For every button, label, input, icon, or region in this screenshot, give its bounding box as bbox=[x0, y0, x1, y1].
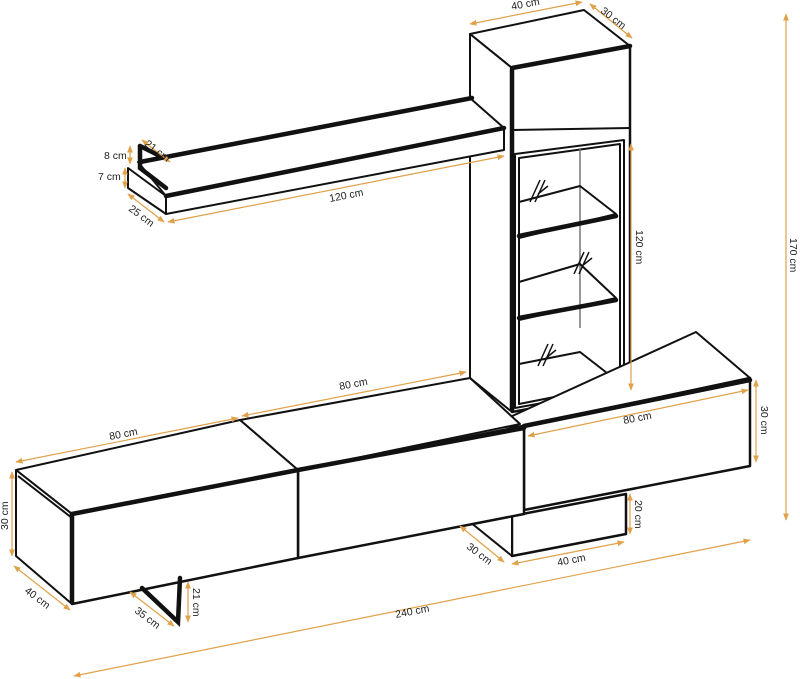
right-unit-height-label: 30 cm bbox=[758, 406, 770, 435]
right-unit-width-label: 80 cm bbox=[622, 410, 653, 427]
dimension-lines bbox=[9, 0, 789, 678]
glass-mark-icon bbox=[529, 179, 593, 367]
shelf-bottom-height-label: 7 cm bbox=[98, 171, 121, 183]
leg-height-label: 21 cm bbox=[190, 588, 202, 617]
shelf-top-height-label: 8 cm bbox=[104, 150, 127, 162]
tv-unit-left bbox=[15, 419, 301, 628]
tall-cabinet bbox=[469, 9, 633, 414]
left-unit-depth-label: 40 cm bbox=[22, 585, 52, 612]
plinth-height-label: 20 cm bbox=[632, 500, 644, 529]
overall-height-label: 170 cm bbox=[787, 238, 799, 273]
left-unit-height-label: 30 cm bbox=[0, 501, 11, 530]
plinth-depth-label: 30 cm bbox=[464, 541, 494, 568]
wall-shelf bbox=[127, 95, 507, 215]
overall-width-label: 240 cm bbox=[394, 603, 430, 621]
shelf-depth-label: 25 cm bbox=[126, 203, 156, 230]
left-unit-width-label: 80 cm bbox=[108, 426, 139, 443]
middle-unit-width-label: 80 cm bbox=[338, 376, 369, 393]
leg-depth-label: 35 cm bbox=[132, 605, 162, 632]
plinth-width-label: 40 cm bbox=[556, 552, 587, 569]
glass-section-height-label: 120 cm bbox=[633, 230, 645, 265]
